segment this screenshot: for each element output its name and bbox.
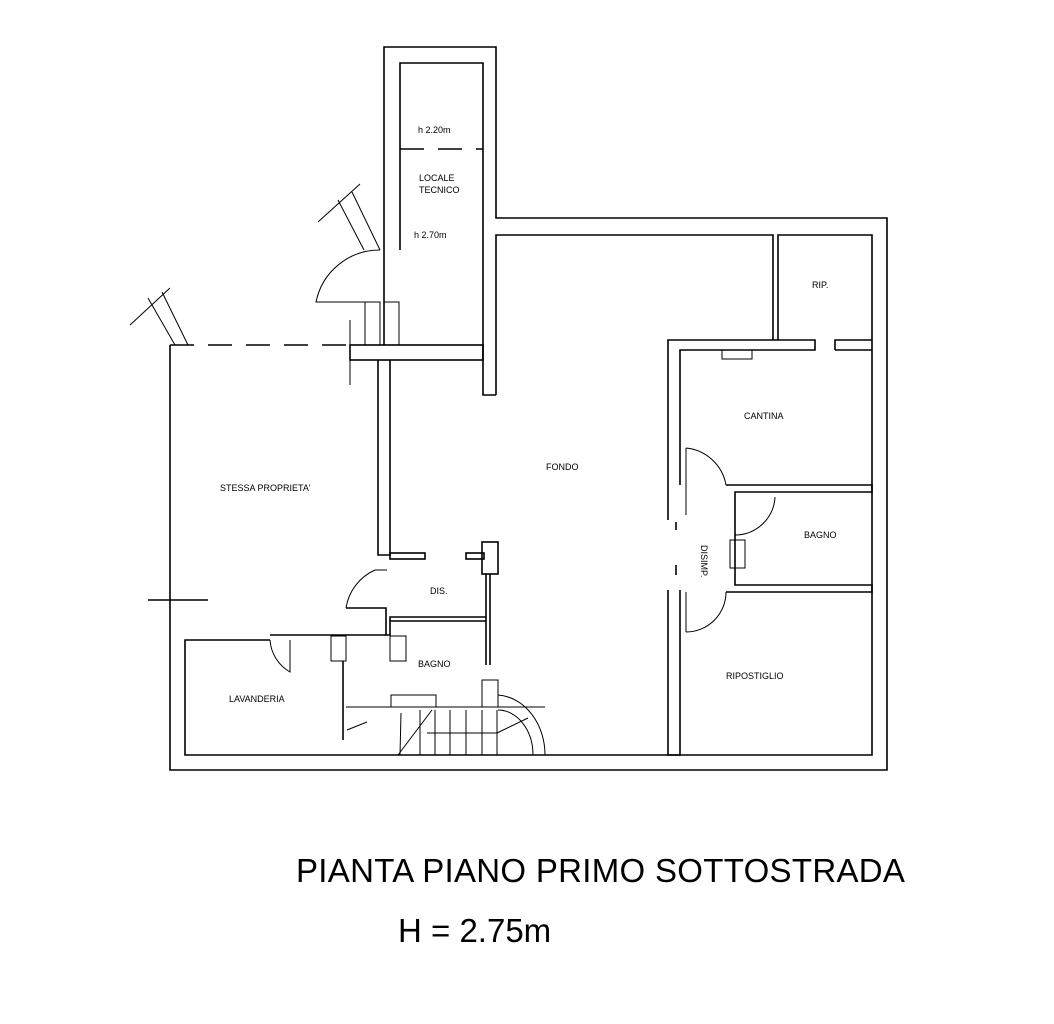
column — [721, 349, 753, 360]
wall — [389, 552, 426, 560]
room-label-bagno-right: BAGNO — [804, 530, 837, 540]
plan-height: H = 2.75m — [398, 912, 552, 949]
room-label-bagno-left: BAGNO — [418, 659, 451, 669]
room-label-lavanderia: LAVANDERIA — [229, 694, 285, 704]
wall — [377, 360, 391, 556]
room-label-disimp: DISIMP. — [699, 545, 709, 577]
door-swing — [129, 287, 189, 346]
room-label-rip: RIP. — [812, 280, 828, 290]
wall — [349, 344, 484, 361]
door-swing — [315, 249, 381, 303]
right-inner-wall — [184, 234, 873, 756]
height-label-upper: h 2.20m — [418, 125, 451, 135]
wall — [346, 607, 486, 636]
column — [729, 539, 746, 569]
wall — [834, 339, 872, 350]
wall — [726, 484, 873, 593]
staircase — [346, 679, 546, 756]
outer-wall — [169, 46, 888, 771]
room-label-ripostiglio: RIPOSTIGLIO — [726, 671, 784, 681]
wall — [465, 552, 485, 560]
wall-jamb — [364, 301, 381, 346]
room-label-locale: LOCALE — [419, 173, 455, 183]
door-swing — [685, 447, 776, 633]
door-swing — [317, 183, 381, 251]
room-label-cantina: CANTINA — [744, 411, 784, 421]
wall-jamb — [383, 301, 400, 346]
column — [330, 635, 347, 662]
room-label-stessa-proprieta: STESSA PROPRIETA' — [220, 483, 311, 493]
room-label-fondo: FONDO — [546, 462, 579, 472]
locale-tecnico-wall — [399, 62, 484, 345]
door-swing — [345, 569, 387, 609]
room-label-dis: DIS. — [430, 586, 448, 596]
wall — [667, 590, 681, 756]
fondo-wall-inner — [495, 234, 774, 395]
wall — [667, 339, 816, 520]
height-label-lower: h 2.70m — [414, 230, 447, 240]
door-swing — [269, 639, 291, 673]
plan-title: PIANTA PIANO PRIMO SOTTOSTRADA — [296, 852, 906, 889]
column — [389, 635, 407, 662]
room-label-tecnico: TECNICO — [419, 185, 460, 195]
fondo-wall — [482, 345, 496, 396]
